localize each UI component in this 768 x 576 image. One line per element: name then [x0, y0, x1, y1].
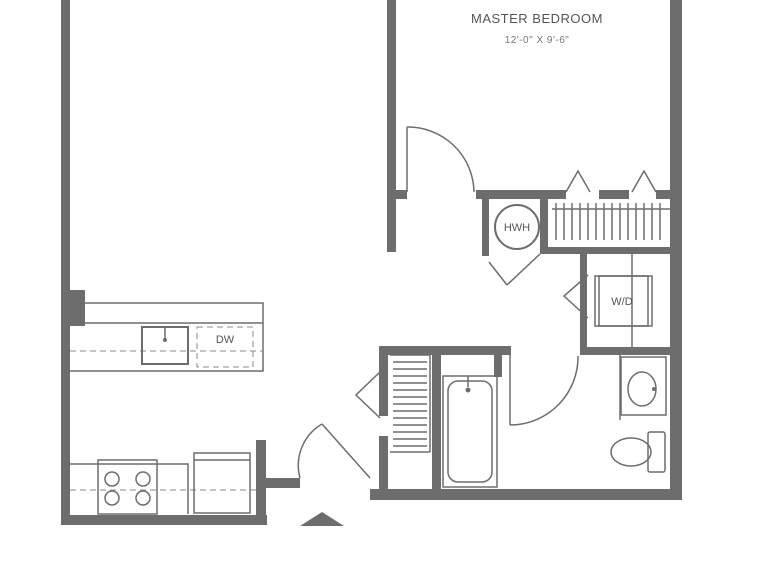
bath-linen-left-wall-lower — [379, 436, 388, 498]
kitchen-drain-icon — [163, 338, 167, 342]
bedroom-bottom-wall-mid — [599, 190, 629, 199]
bedroom-door-swing — [406, 126, 475, 193]
closet-bottom-wall — [540, 247, 670, 254]
bedroom-door — [406, 126, 475, 193]
toilet-tank — [647, 431, 666, 473]
linen-closet — [354, 354, 431, 453]
entry-left-wall — [256, 478, 300, 488]
closet-door-right — [631, 169, 657, 193]
left-exterior-wall — [61, 0, 70, 525]
counter-outline — [70, 302, 264, 372]
laundry-closet: W/D — [562, 254, 674, 355]
right-exterior-wall — [670, 0, 682, 500]
laundry-left-wall — [580, 254, 587, 354]
entry-door-swing — [297, 423, 323, 479]
entry-marker — [300, 512, 344, 526]
kitchen-counter-upper: DW — [70, 302, 264, 372]
bathroom — [379, 346, 667, 498]
burner-icon — [135, 471, 151, 487]
bath-top-wall — [379, 346, 511, 355]
laundry-bottom-wall — [580, 347, 674, 355]
bottom-left-wall — [61, 515, 267, 525]
room-name-master-bedroom: MASTER BEDROOM — [471, 11, 603, 26]
lower-counter-outline — [70, 463, 189, 514]
bath-sink-icon — [627, 371, 657, 407]
kitchen-column — [61, 290, 85, 326]
bedroom-door-jamb — [387, 190, 407, 199]
bath-faucet-icon — [652, 387, 656, 391]
bathtub — [442, 375, 498, 488]
entry-door — [297, 423, 371, 479]
refrigerator — [193, 452, 251, 514]
bath-linen-left-wall — [379, 346, 388, 416]
bedroom-closet — [552, 169, 670, 240]
whh-door — [488, 253, 541, 286]
tub-left-wall — [432, 355, 441, 495]
tub-drain-icon — [465, 387, 471, 393]
dishwasher-label: DW — [216, 334, 235, 346]
room-dimensions-master-bedroom: 12'-0" X 9'-6" — [505, 35, 570, 46]
water-heater-icon — [494, 204, 540, 250]
washer-dryer-inner — [598, 275, 649, 327]
bedroom-left-wall — [387, 0, 396, 252]
kitchen-counter-lower — [70, 452, 256, 515]
washer-dryer-label: W/D — [611, 296, 632, 308]
burner-icon — [104, 471, 120, 487]
burner-icon — [104, 490, 120, 506]
bath-door-swing — [509, 355, 579, 426]
burner-icon — [135, 490, 151, 506]
bedroom-bottom-wall-right — [656, 190, 676, 199]
whh-left-wall — [482, 196, 489, 256]
laundry-door — [562, 274, 589, 319]
bottom-right-wall — [370, 489, 682, 500]
dishwasher-outline — [196, 326, 254, 368]
water-heater-label: HWH — [504, 222, 530, 234]
entry-door-leaf — [321, 423, 371, 479]
closet-hangers — [555, 203, 661, 240]
walls — [61, 0, 682, 526]
water-heater-closet: HWH — [482, 196, 670, 286]
range — [97, 459, 158, 515]
bathtub-basin — [447, 380, 493, 483]
vanity-counter — [620, 356, 667, 416]
closet-door-left — [565, 169, 591, 193]
bath-door-jamb — [494, 355, 502, 377]
bedroom-bottom-wall — [476, 190, 566, 199]
whh-right-wall — [540, 196, 548, 254]
linen-shelves — [393, 361, 427, 447]
linen-door — [354, 369, 383, 419]
toilet-bowl-icon — [610, 437, 652, 467]
